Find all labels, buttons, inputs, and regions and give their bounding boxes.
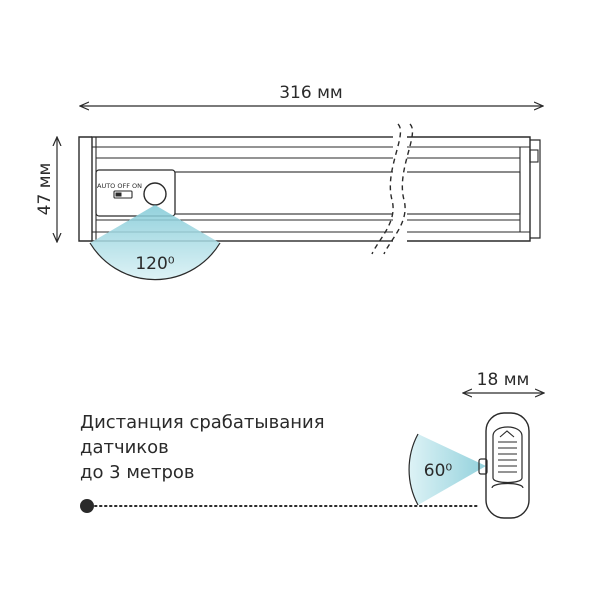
length-label: 316 мм bbox=[279, 83, 343, 103]
height-dimension: 47 мм bbox=[35, 137, 57, 242]
mode-switch: AUTO OFF ON bbox=[97, 182, 142, 199]
front-angle-label: 120⁰ bbox=[135, 254, 174, 274]
description-line-1: Дистанция срабатывания bbox=[80, 412, 325, 433]
break-marks bbox=[371, 123, 414, 255]
front-detection-cone: 120⁰ bbox=[89, 205, 221, 281]
description-line-2: датчиков bbox=[80, 437, 169, 458]
depth-label: 18 мм bbox=[477, 370, 530, 390]
switch-label: AUTO OFF ON bbox=[97, 182, 142, 190]
height-label: 47 мм bbox=[35, 163, 55, 216]
lamp-side-view bbox=[478, 412, 530, 519]
detection-distance-description: Дистанция срабатывания датчиков до 3 мет… bbox=[80, 410, 400, 485]
length-dimension: 316 мм bbox=[80, 83, 543, 106]
description-line-3: до 3 метров bbox=[80, 462, 195, 483]
side-angle-label: 60⁰ bbox=[424, 461, 453, 481]
side-detection-cone: 60⁰ bbox=[408, 433, 486, 506]
depth-dimension: 18 мм bbox=[463, 370, 544, 393]
sensor-lens bbox=[143, 182, 167, 206]
detection-distance-line bbox=[80, 499, 480, 513]
